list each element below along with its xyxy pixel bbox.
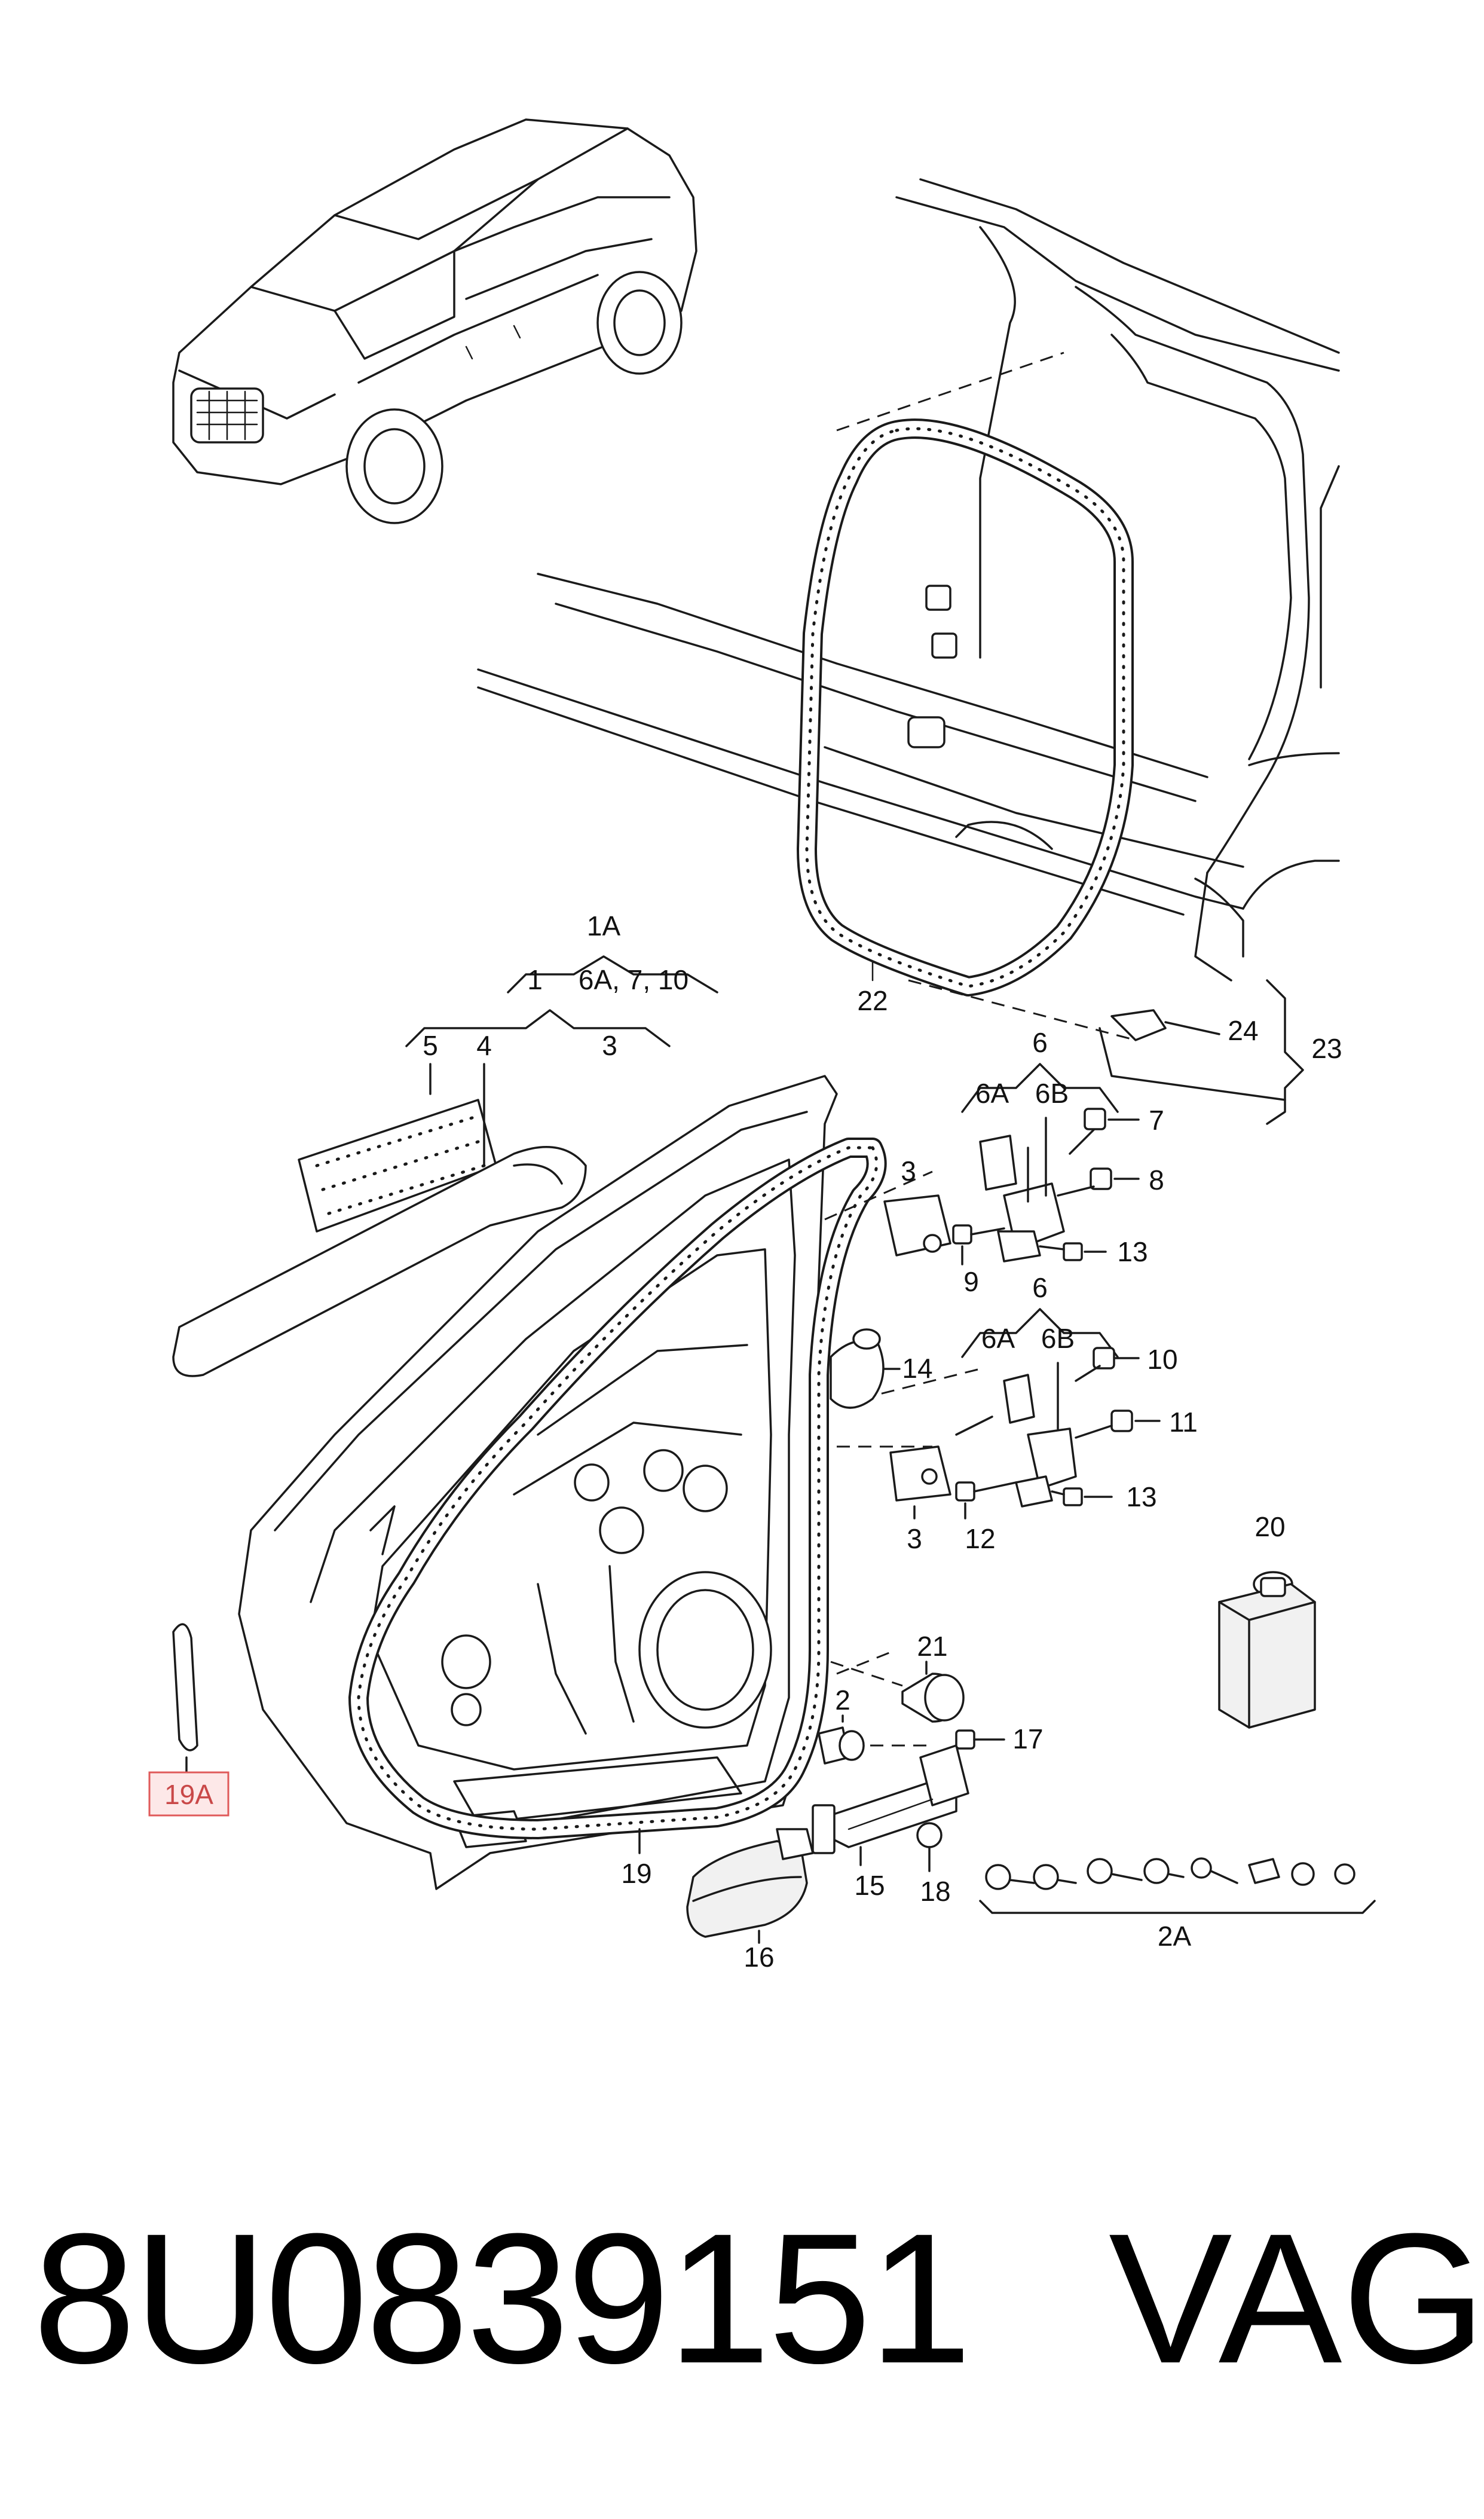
door-handle-16 bbox=[686, 1828, 814, 1944]
label-2: 2 bbox=[835, 1685, 850, 1716]
label-6-mid: 6 bbox=[1032, 1272, 1048, 1303]
clip-24 bbox=[1110, 1009, 1220, 1041]
fastener-set-2A bbox=[985, 1857, 1356, 1890]
part-number: 8U0839151 bbox=[33, 2194, 972, 2402]
door-check-strap bbox=[812, 1744, 969, 1866]
door-trim-strip bbox=[172, 1146, 587, 1377]
label-15: 15 bbox=[854, 1870, 885, 1901]
label-5: 5 bbox=[423, 1030, 438, 1061]
label-3-mid: 3 bbox=[901, 1155, 916, 1187]
bolt-12 bbox=[955, 1481, 1017, 1520]
label-24: 24 bbox=[1228, 1015, 1258, 1046]
label-6B-mid: 6B bbox=[1041, 1323, 1075, 1354]
label-13-top: 13 bbox=[1117, 1236, 1148, 1267]
bolt-9 bbox=[952, 1224, 1005, 1265]
label-4: 4 bbox=[476, 1030, 492, 1061]
label-6B-top: 6B bbox=[1035, 1078, 1069, 1109]
bolt-18 bbox=[916, 1822, 943, 1872]
callout-labels: 1A 1 6A, 7, 10 5 4 3 22 24 23 6 6A 6B 7 … bbox=[164, 910, 1342, 1973]
label-19A: 19A bbox=[164, 1779, 213, 1810]
bolt-10 bbox=[1075, 1347, 1140, 1382]
label-14: 14 bbox=[902, 1353, 932, 1384]
label-17: 17 bbox=[1012, 1723, 1043, 1754]
label-22: 22 bbox=[857, 985, 888, 1016]
label-20: 20 bbox=[1254, 1511, 1285, 1542]
label-21: 21 bbox=[917, 1631, 947, 1662]
label-6A-mid: 6A bbox=[981, 1323, 1015, 1354]
label-7: 7 bbox=[1149, 1105, 1164, 1136]
label-6A-top: 6A bbox=[975, 1078, 1009, 1109]
label-23: 23 bbox=[1311, 1033, 1342, 1064]
hinge-lower bbox=[889, 1362, 1083, 1508]
cap-21 bbox=[901, 1661, 965, 1723]
label-18: 18 bbox=[920, 1876, 950, 1907]
label-1: 1 bbox=[527, 964, 543, 995]
highlight-19A bbox=[148, 1771, 230, 1817]
brand-name: VAG bbox=[1109, 2194, 1484, 2402]
label-11: 11 bbox=[1169, 1407, 1198, 1438]
label-12: 12 bbox=[965, 1523, 995, 1554]
label-19: 19 bbox=[621, 1858, 651, 1889]
bolt-17 bbox=[955, 1729, 1005, 1750]
bolt-8 bbox=[1057, 1167, 1140, 1197]
bottle-20 bbox=[1218, 1571, 1316, 1729]
label-6A-7-10: 6A, 7, 10 bbox=[579, 964, 689, 995]
label-9: 9 bbox=[963, 1266, 979, 1297]
label-10: 10 bbox=[1147, 1344, 1177, 1375]
bump-stop-14 bbox=[830, 1328, 901, 1409]
seal-strip-19A bbox=[172, 1623, 198, 1751]
label-3-bot: 3 bbox=[907, 1523, 922, 1554]
label-16: 16 bbox=[743, 1942, 774, 1973]
label-8: 8 bbox=[1149, 1164, 1164, 1196]
door-seal-19 bbox=[348, 1138, 887, 1839]
door-opening-seal bbox=[797, 418, 1134, 996]
label-2A: 2A bbox=[1158, 1921, 1192, 1952]
bolt-2 bbox=[818, 1714, 865, 1765]
label-13-bot: 13 bbox=[1126, 1481, 1156, 1512]
label-1A: 1A bbox=[587, 910, 621, 941]
bolt-11 bbox=[1075, 1410, 1161, 1439]
car-overview-illustration bbox=[172, 118, 697, 524]
bolt-7 bbox=[1069, 1108, 1140, 1155]
label-3-top: 3 bbox=[602, 1030, 617, 1061]
label-6-top: 6 bbox=[1032, 1027, 1048, 1058]
hinge-upper bbox=[883, 1117, 1083, 1262]
